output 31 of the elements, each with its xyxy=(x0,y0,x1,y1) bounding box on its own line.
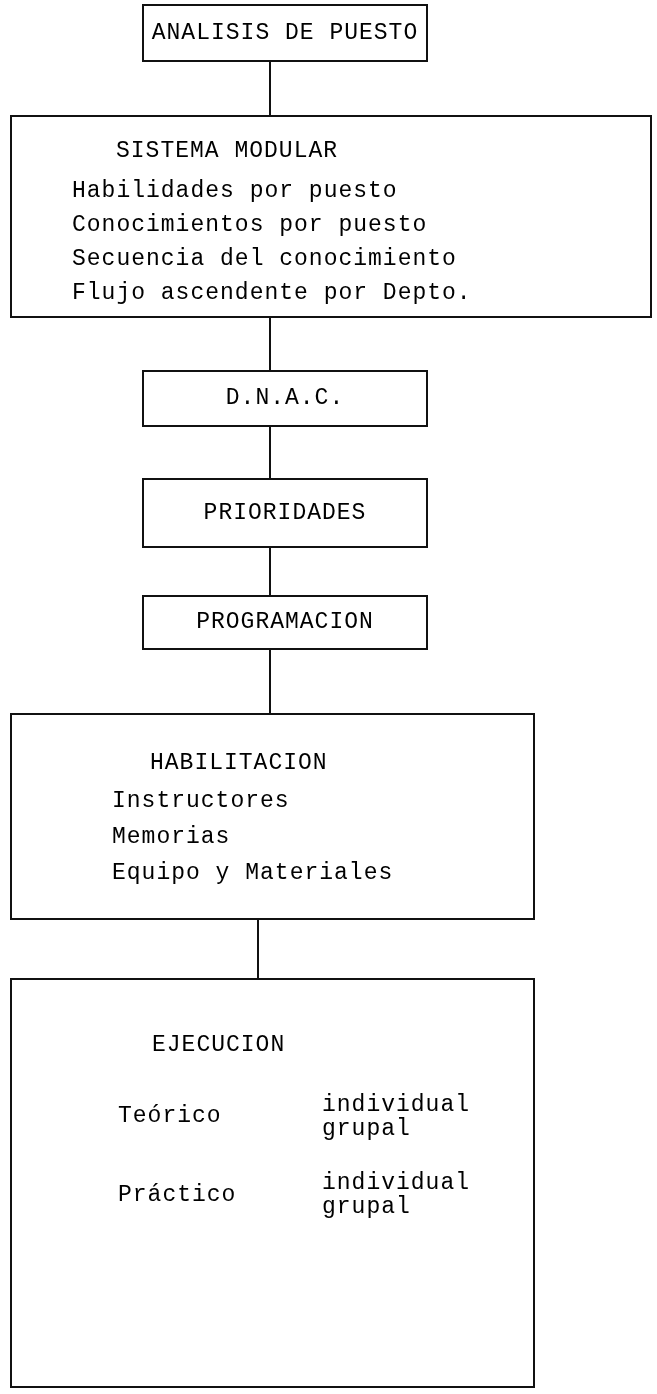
connector-line xyxy=(269,426,271,479)
process-box xyxy=(10,713,535,920)
node-text: Equipo y Materiales xyxy=(112,858,395,888)
node-text: PRIORIDADES xyxy=(203,498,367,528)
node-text: EJECUCION xyxy=(151,1031,287,1060)
connector-line xyxy=(269,547,271,596)
connector-line xyxy=(269,61,271,116)
process-box xyxy=(10,978,535,1388)
node-text: Teórico xyxy=(117,1102,223,1132)
connector-line xyxy=(269,649,271,714)
node-text: Secuencia del conocimiento xyxy=(72,244,458,274)
node-text: Instructores xyxy=(112,786,291,816)
process-box xyxy=(142,478,428,548)
node-text: Habilidades por puesto xyxy=(72,176,399,206)
node-text: Conocimientos por puesto xyxy=(72,210,429,240)
node-text: SISTEMA MODULAR xyxy=(115,137,340,166)
process-box xyxy=(10,115,652,318)
node-text: Flujo ascendente por Depto. xyxy=(72,278,473,308)
node-text: Memorias xyxy=(112,822,232,852)
process-box xyxy=(142,370,428,427)
node-text: individual grupal xyxy=(322,1092,472,1141)
node-text: Práctico xyxy=(117,1180,238,1210)
node-text: D.N.A.C. xyxy=(225,384,345,414)
node-text: individual grupal xyxy=(322,1170,472,1220)
process-box xyxy=(142,595,428,650)
process-box xyxy=(142,4,428,62)
node-text: ANALISIS DE PUESTO xyxy=(151,18,419,48)
node-text: HABILITACION xyxy=(149,749,329,778)
connector-line xyxy=(269,317,271,371)
node-text: PROGRAMACION xyxy=(196,608,374,638)
connector-line xyxy=(257,919,259,979)
